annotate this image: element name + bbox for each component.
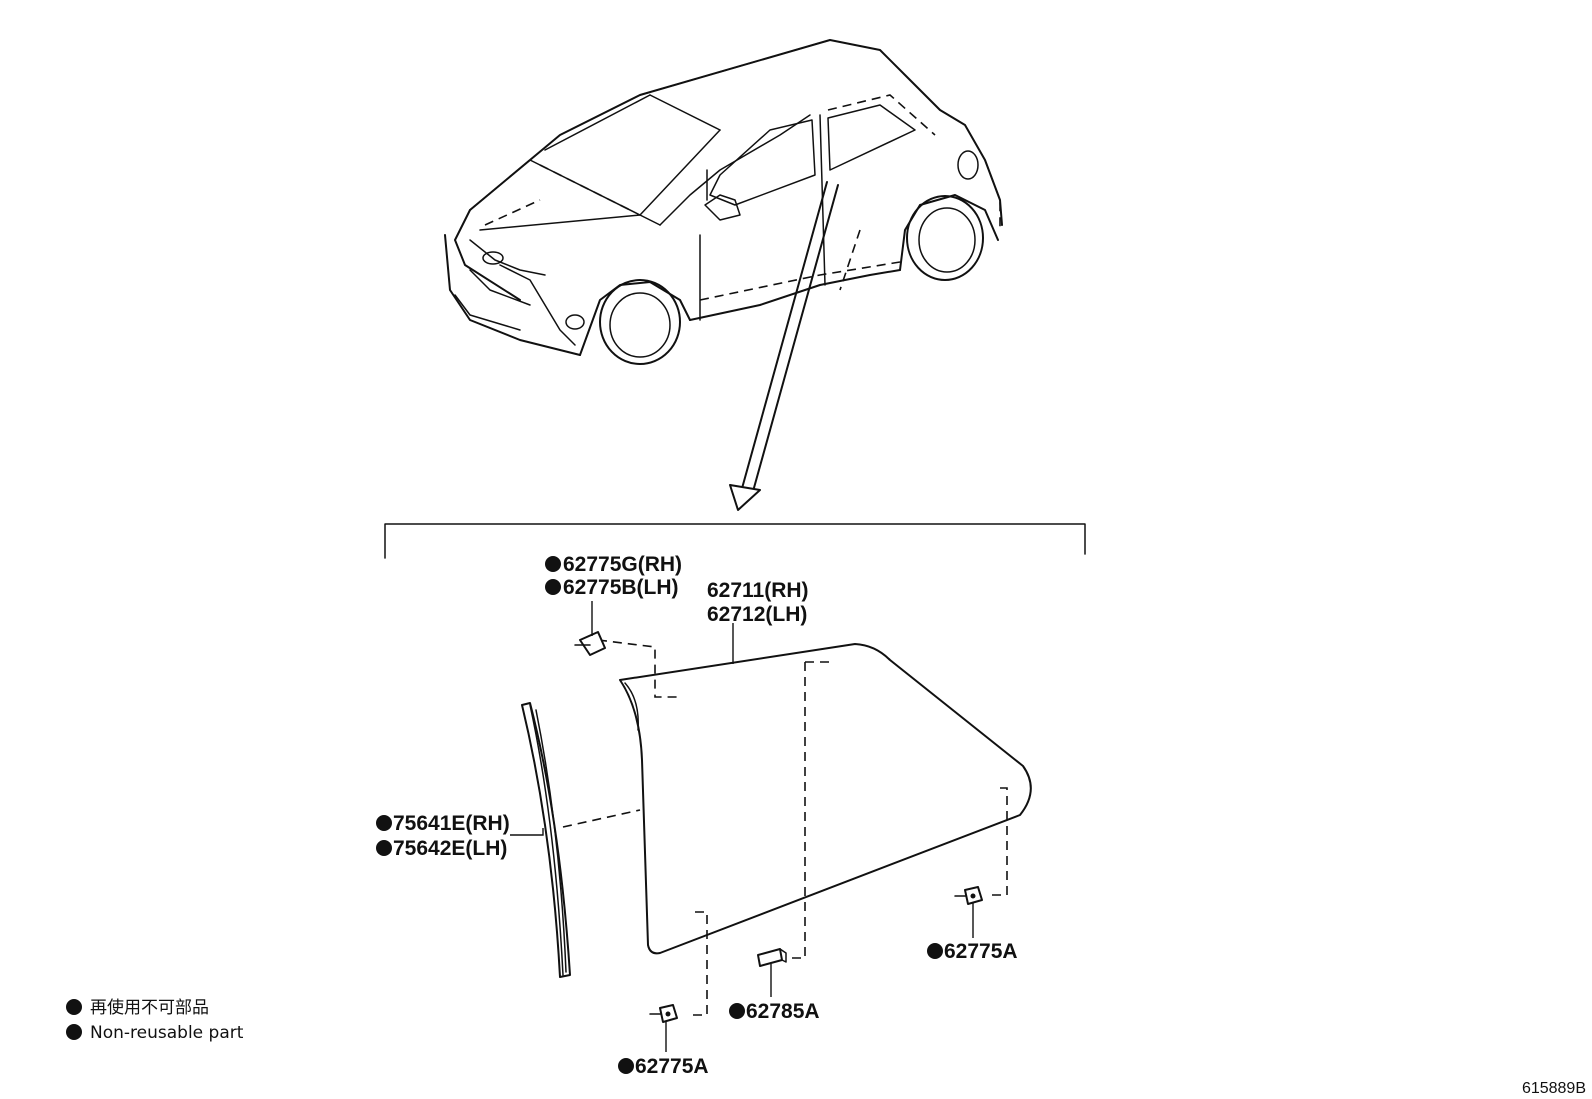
detail-bracket: [384, 523, 1086, 559]
label-bullets: [376, 556, 943, 1074]
spacer: [757, 948, 787, 967]
legend: 再使用不可部品 Non-reusable part: [66, 997, 244, 1043]
label-clip-bottom: 62775A: [635, 1055, 709, 1078]
label-clip-top-rh: 62775G(RH): [563, 553, 682, 576]
label-weatherstrip-rh: 75641E(RH): [393, 812, 510, 835]
clip-right: [954, 886, 983, 905]
label-weatherstrip-lh: 75642E(LH): [393, 837, 507, 860]
legend-jp: 再使用不可部品: [90, 997, 209, 1018]
clip-bottom: [649, 1004, 678, 1023]
leader-lines: [510, 601, 974, 1052]
label-spacer-bottom: 62785A: [746, 1000, 820, 1023]
label-glass-rh: 62711(RH): [707, 579, 809, 602]
reference-code: 615889B: [1522, 1080, 1586, 1097]
clip-top: [574, 631, 606, 656]
label-clip-right: 62775A: [944, 940, 1018, 963]
label-clip-top-lh: 62775B(LH): [563, 576, 679, 599]
weatherstrip: [521, 702, 571, 978]
car-illustration: [444, 39, 1003, 511]
legend-en: Non-reusable part: [90, 1023, 244, 1043]
quarter-glass: [562, 639, 1032, 1016]
label-glass-lh: 62712(LH): [707, 603, 807, 626]
